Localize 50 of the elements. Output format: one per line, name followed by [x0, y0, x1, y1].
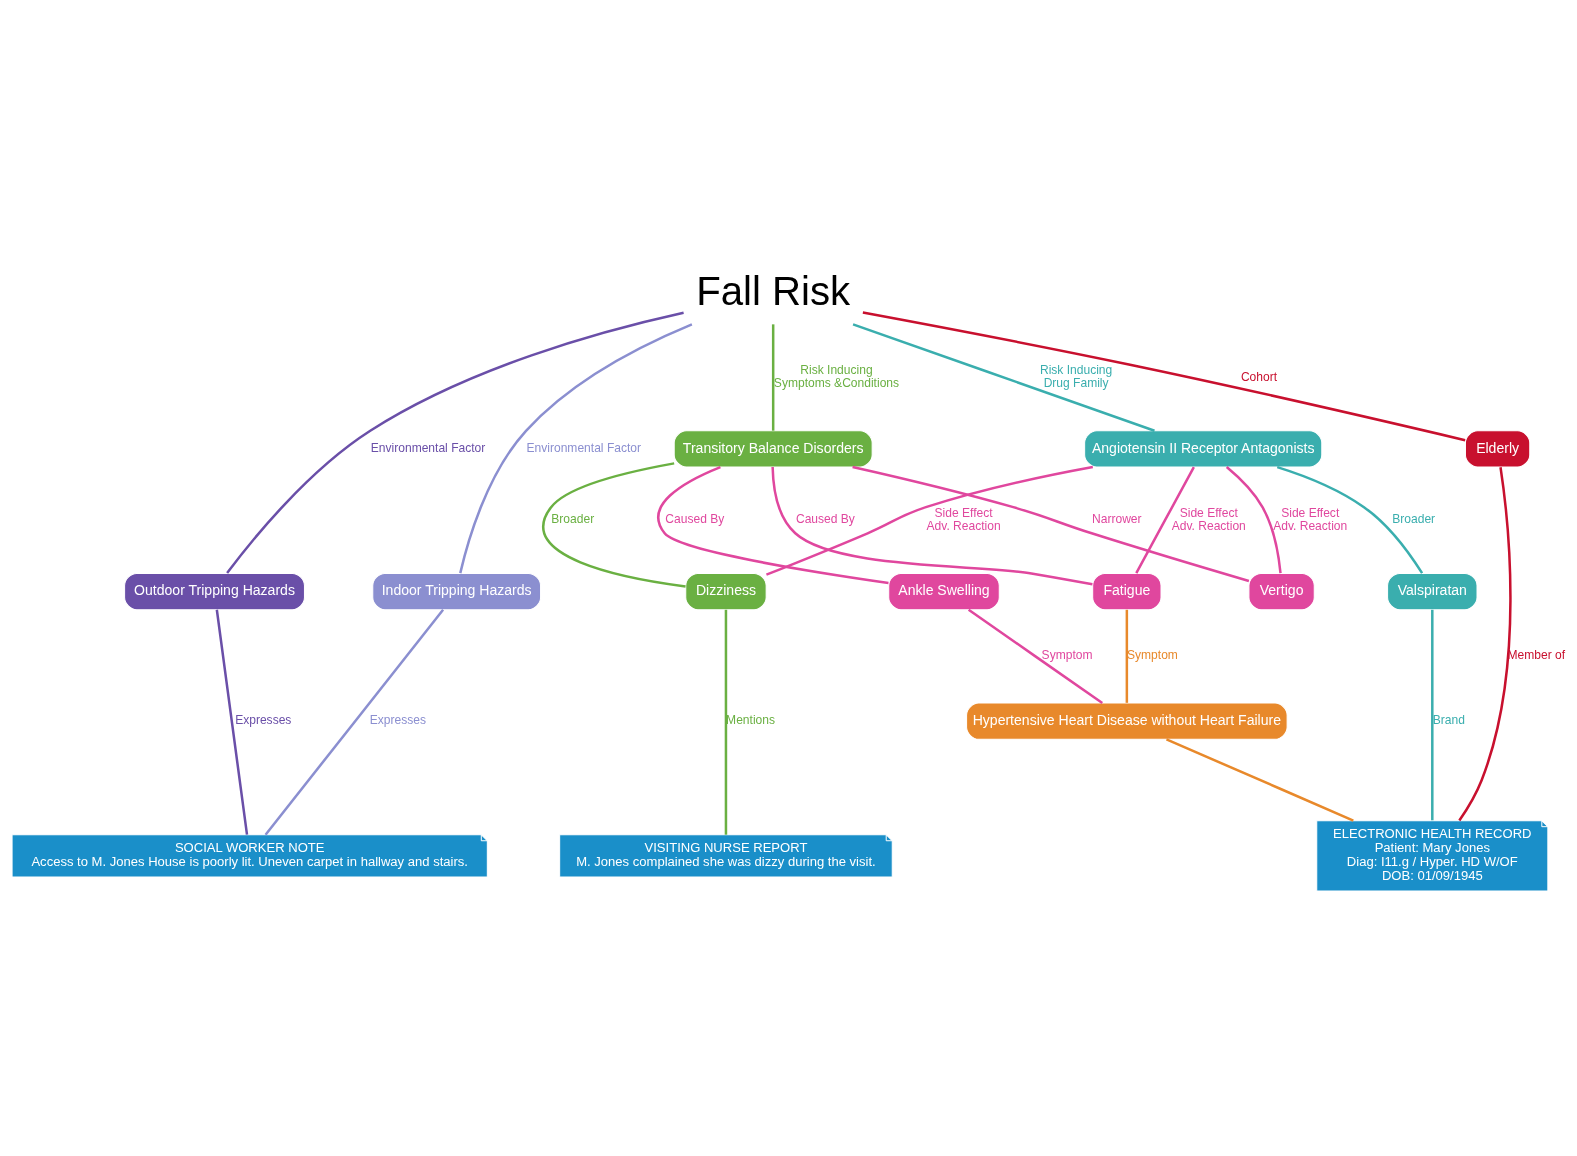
- edge-label: Narrower: [1092, 511, 1142, 526]
- node-box: Ankle Swelling: [888, 572, 1000, 610]
- node-box: Fatigue: [1092, 572, 1162, 610]
- connector: [264, 608, 445, 835]
- connector: [1458, 466, 1512, 821]
- connector: [852, 322, 1155, 432]
- connector: [967, 608, 1103, 704]
- edge-label: Risk Inducing Symptoms &Conditions: [773, 362, 900, 390]
- edge-label: Symptom: [1127, 647, 1178, 662]
- edge-label: Side Effect Adv. Reaction: [1171, 505, 1246, 533]
- edge-label: Broader: [551, 511, 595, 526]
- edge-label: Mentions: [726, 712, 776, 727]
- connector: [459, 322, 693, 573]
- connector: [657, 465, 889, 584]
- node-box: Elderly: [1464, 429, 1531, 467]
- edge-label: Side Effect Adv. Reaction: [926, 505, 1001, 533]
- connector: [1276, 465, 1424, 574]
- edge-label: Expresses: [369, 712, 427, 727]
- connector: [226, 311, 684, 574]
- edge-label: Caused By: [795, 511, 855, 526]
- edge-label: Environmental Factor: [526, 440, 642, 455]
- node-box: Vertigo: [1248, 572, 1315, 610]
- connector: [1431, 609, 1434, 820]
- node-box: Dizziness: [685, 572, 767, 610]
- node-box: Outdoor Tripping Hazards: [124, 572, 305, 610]
- node-box: Valspiratan: [1387, 572, 1478, 610]
- edge-label: Brand: [1432, 712, 1465, 727]
- connector: [1135, 466, 1195, 574]
- edge-label: Environmental Factor: [370, 440, 486, 455]
- node-box: Hypertensive Heart Disease without Heart Failure: [966, 702, 1288, 740]
- node-box: Angiotensin II Receptor Antagonists: [1084, 429, 1323, 467]
- connector: [724, 609, 728, 835]
- connector: [215, 609, 249, 835]
- connector: [1125, 609, 1129, 703]
- node-text: Fall Risk: [696, 268, 851, 314]
- node-box: Transitory Balance Disorders: [673, 429, 873, 467]
- connector: [1225, 465, 1282, 573]
- edge-label: Side Effect Adv. Reaction: [1273, 505, 1348, 533]
- edge-label: Cohort: [1240, 369, 1278, 384]
- connector: [862, 310, 1466, 441]
- edge-label: Symptom: [1041, 647, 1093, 662]
- edge-label: Expresses: [235, 712, 292, 727]
- edge-label: Broader: [1392, 511, 1436, 526]
- edge-label: Risk Inducing Drug Family: [1039, 362, 1113, 390]
- node-box: Indoor Tripping Hazards: [372, 572, 542, 610]
- connector: [771, 323, 775, 431]
- connector: [542, 461, 686, 588]
- connector: [1165, 737, 1354, 822]
- connector: [852, 465, 1250, 582]
- edge-label: Caused By: [665, 511, 725, 526]
